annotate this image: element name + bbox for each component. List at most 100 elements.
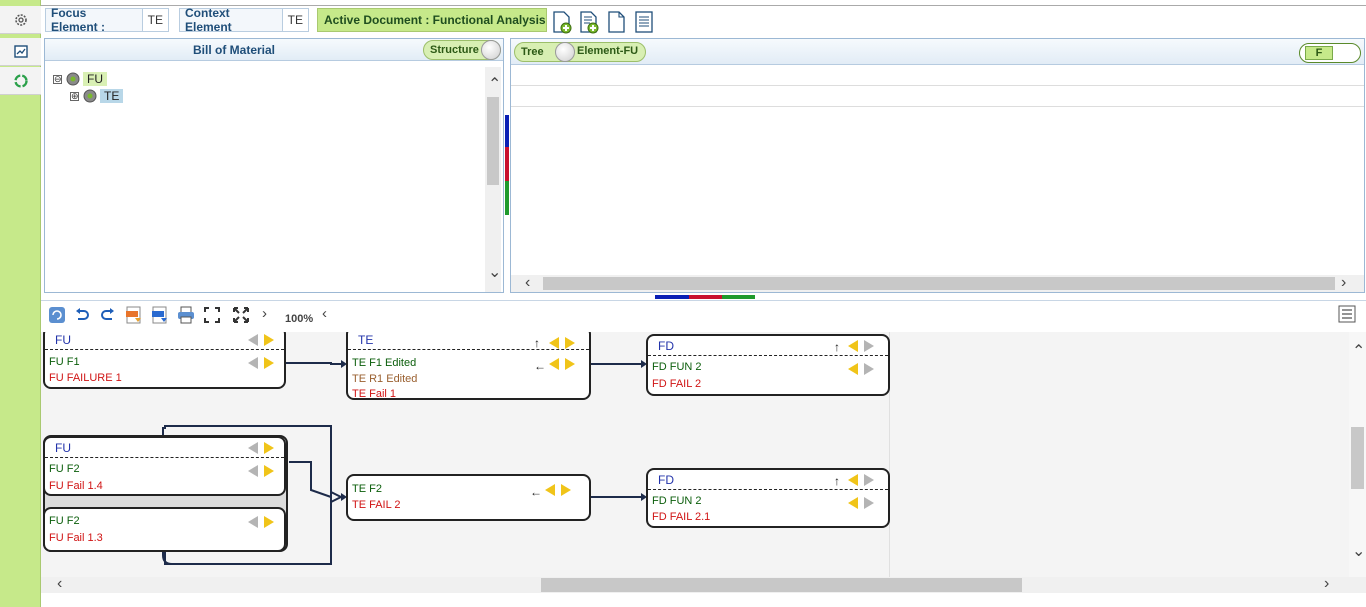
tree-element-toggle[interactable]: Tree Element-FU bbox=[514, 42, 646, 62]
right-arrow-icon[interactable] bbox=[264, 465, 274, 477]
expand-icon[interactable] bbox=[232, 306, 250, 324]
right-arrow-icon[interactable] bbox=[565, 337, 575, 349]
fit-screen-icon[interactable] bbox=[203, 306, 221, 324]
up-arrow-icon[interactable]: ↑ bbox=[834, 340, 840, 354]
right-arrow-icon[interactable] bbox=[864, 340, 874, 352]
diagram-toolbar bbox=[41, 300, 1366, 332]
left-arrow-icon[interactable] bbox=[549, 358, 559, 370]
element-horizontal-scrollbar[interactable]: ‹ › bbox=[511, 275, 1364, 292]
new-list-plus-icon[interactable] bbox=[578, 10, 600, 34]
left-arrow-icon[interactable] bbox=[848, 497, 858, 509]
element-scroll-thumb[interactable] bbox=[543, 277, 1335, 290]
bom-panel-header: Bill of Material Structure bbox=[45, 39, 503, 61]
tree-toggle-knob[interactable] bbox=[555, 42, 575, 62]
scroll-down-icon[interactable]: ⌄ bbox=[1352, 543, 1366, 560]
left-arrow-icon[interactable] bbox=[848, 363, 858, 375]
refresh-icon[interactable] bbox=[48, 306, 66, 324]
scroll-right-icon[interactable]: › bbox=[1341, 274, 1347, 291]
focus-element-value[interactable]: TE bbox=[141, 9, 168, 31]
presentation-icon[interactable] bbox=[0, 38, 41, 66]
tree-node-te[interactable]: ⊕ TE bbox=[70, 88, 124, 104]
zoom-in-chevron-icon[interactable]: › bbox=[262, 305, 267, 322]
blank-document-icon[interactable] bbox=[606, 10, 628, 34]
left-arrow-icon[interactable] bbox=[248, 357, 258, 369]
splitter-blue-segment[interactable] bbox=[505, 115, 509, 147]
left-arrow-icon[interactable] bbox=[248, 516, 258, 528]
up-arrow-icon[interactable]: ↑ bbox=[534, 336, 540, 350]
right-arrow-icon[interactable] bbox=[565, 358, 575, 370]
diagram-node-fd[interactable]: FD ↑ FD FUN 2 FD FAIL 2.1 bbox=[646, 468, 890, 528]
zoom-out-chevron-icon[interactable]: ‹ bbox=[322, 305, 327, 322]
scroll-right-icon[interactable]: › bbox=[1324, 575, 1330, 592]
panel-list-icon[interactable] bbox=[1338, 305, 1356, 323]
right-arrow-icon[interactable] bbox=[864, 474, 874, 486]
export-svg-icon[interactable] bbox=[125, 306, 143, 324]
diagram-vscroll-thumb[interactable] bbox=[1351, 427, 1364, 489]
diagram-node-fd[interactable]: FD ↑ FD FUN 2 FD FAIL 2 bbox=[646, 334, 890, 396]
list-document-icon[interactable] bbox=[633, 10, 655, 34]
element-panel-header: Tree Element-FU F bbox=[511, 39, 1364, 65]
context-element-value[interactable]: TE bbox=[281, 9, 308, 31]
diagram-node-fu[interactable]: FU F2 FU Fail 1.3 bbox=[43, 507, 286, 552]
right-arrow-icon[interactable] bbox=[561, 484, 571, 496]
diagram-node-fu[interactable]: FU FU F1 FU FAILURE 1 bbox=[43, 332, 286, 389]
right-arrow-icon[interactable] bbox=[264, 334, 274, 346]
diagram-hscroll-thumb[interactable] bbox=[541, 578, 1022, 592]
right-arrow-icon[interactable] bbox=[864, 497, 874, 509]
left-arrow-icon[interactable] bbox=[549, 337, 559, 349]
scroll-up-icon[interactable]: ⌃ bbox=[1352, 343, 1366, 360]
bom-vertical-scrollbar[interactable]: ⌃ ⌄ bbox=[485, 67, 501, 292]
node-requirement-text: TE R1 Edited bbox=[352, 373, 418, 385]
splitter-red-segment[interactable] bbox=[505, 147, 509, 181]
diagram-node-te[interactable]: TE F2 TE FAIL 2 ← bbox=[346, 474, 591, 521]
redo-icon[interactable] bbox=[99, 306, 117, 324]
right-arrow-icon[interactable] bbox=[264, 442, 274, 454]
back-arrow-icon[interactable]: ← bbox=[530, 485, 542, 499]
bom-scroll-thumb[interactable] bbox=[487, 97, 499, 185]
right-arrow-icon[interactable] bbox=[864, 363, 874, 375]
new-document-plus-icon[interactable] bbox=[551, 10, 573, 34]
right-arrow-icon[interactable] bbox=[264, 516, 274, 528]
up-arrow-icon[interactable]: ↑ bbox=[834, 474, 840, 488]
diagram-vertical-scrollbar[interactable]: ⌃ ⌄ bbox=[1349, 332, 1366, 577]
diagram-node-te[interactable]: TE ↑ TE F1 Edited TE R1 Edited TE Fail 1… bbox=[346, 332, 591, 400]
diagram-horizontal-scrollbar[interactable]: ‹ › bbox=[41, 575, 1366, 593]
left-arrow-icon[interactable] bbox=[545, 484, 555, 496]
diagram-node-fu[interactable]: FU FU F2 FU Fail 1.4 bbox=[43, 436, 286, 496]
scroll-left-icon[interactable]: ‹ bbox=[57, 575, 63, 592]
tree-toggle-label: Tree bbox=[521, 46, 544, 58]
left-arrow-icon[interactable] bbox=[248, 465, 258, 477]
export-png-icon[interactable] bbox=[151, 306, 169, 324]
filter-toggle-label[interactable]: F bbox=[1305, 46, 1333, 60]
filter-toggle[interactable]: F bbox=[1299, 43, 1361, 63]
left-arrow-icon[interactable] bbox=[248, 334, 258, 346]
scroll-down-icon[interactable]: ⌄ bbox=[488, 264, 502, 281]
left-arrow-icon[interactable] bbox=[248, 442, 258, 454]
scroll-up-icon[interactable]: ⌃ bbox=[488, 76, 502, 93]
tree-node-label[interactable]: TE bbox=[100, 89, 124, 103]
scroll-left-icon[interactable]: ‹ bbox=[525, 274, 531, 291]
bom-panel-title: Bill of Material bbox=[193, 43, 276, 57]
collapse-icon[interactable]: ⊖ bbox=[53, 73, 62, 84]
right-arrow-icon[interactable] bbox=[264, 357, 274, 369]
tree-node-fu[interactable]: ⊖ FU bbox=[53, 71, 107, 87]
back-arrow-icon[interactable]: ← bbox=[534, 359, 546, 373]
print-icon[interactable] bbox=[177, 306, 195, 324]
structure-toggle[interactable]: Structure bbox=[423, 40, 501, 60]
tree-node-label[interactable]: FU bbox=[83, 72, 107, 86]
recycle-icon[interactable] bbox=[0, 67, 41, 95]
structure-toggle-knob[interactable] bbox=[481, 40, 501, 60]
splitter-red-segment[interactable] bbox=[689, 295, 722, 299]
left-arrow-icon[interactable] bbox=[848, 474, 858, 486]
context-element-box: Context Element TE bbox=[179, 6, 309, 34]
node-function-text: FD FUN 2 bbox=[652, 495, 702, 507]
diagram-canvas[interactable]: FU FU F1 FU FAILURE 1 TE ↑ TE F1 Edited … bbox=[41, 332, 1366, 577]
node-header: FD bbox=[648, 472, 888, 490]
splitter-green-segment[interactable] bbox=[505, 181, 509, 215]
settings-gear-icon[interactable] bbox=[0, 6, 41, 34]
splitter-blue-segment[interactable] bbox=[655, 295, 689, 299]
splitter-green-segment[interactable] bbox=[722, 295, 755, 299]
undo-icon[interactable] bbox=[73, 306, 91, 324]
expand-icon[interactable]: ⊕ bbox=[70, 90, 79, 101]
left-arrow-icon[interactable] bbox=[848, 340, 858, 352]
